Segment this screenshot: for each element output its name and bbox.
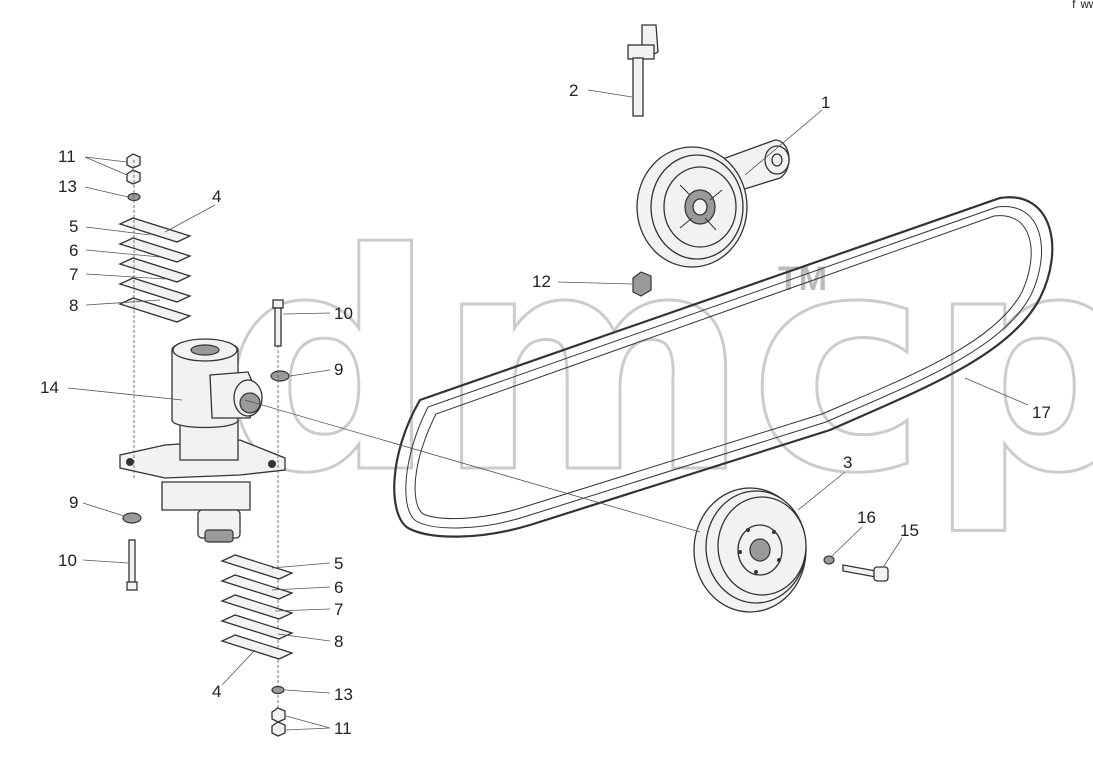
bolt-15 [842, 564, 889, 582]
nut-11-top-upper [126, 153, 141, 169]
nut-11-top-lower [126, 169, 141, 185]
callout-1: 1 [821, 93, 830, 112]
callout-11-bottom: 11 [334, 719, 352, 738]
callout-5-bottom: 5 [334, 554, 343, 573]
bolt-10-top [272, 299, 284, 347]
idler-pulley-assembly [636, 139, 790, 268]
callout-5-top: 5 [69, 217, 78, 236]
callout-6-bottom: 6 [334, 578, 343, 597]
washer-13-bottom [271, 685, 285, 695]
callout-3: 3 [843, 453, 852, 472]
callout-10-top: 10 [334, 304, 353, 323]
callout-8-bottom: 8 [334, 632, 343, 651]
leader-lines [67, 89, 1029, 731]
callout-4-bottom: 4 [212, 682, 221, 701]
callout-13-bottom: 13 [334, 685, 353, 704]
washer-9-bottom [122, 512, 142, 524]
callout-9-bottom: 9 [69, 493, 78, 512]
nut-11-bottom-lower [271, 721, 286, 737]
callout-2: 2 [569, 81, 578, 100]
angular-gearbox [119, 338, 286, 543]
washer-16 [823, 555, 835, 565]
corner-mark: ᶠ ʷʷ [1072, 0, 1093, 16]
nut-11-bottom-upper [271, 707, 286, 723]
callout-6-top: 6 [69, 241, 78, 260]
callout-7-bottom: 7 [334, 600, 343, 619]
callout-7-top: 7 [69, 265, 78, 284]
callout-14: 14 [40, 378, 59, 397]
callout-10-bottom: 10 [58, 551, 77, 570]
callout-9-top: 9 [334, 360, 343, 379]
crankshaft-pulley [693, 487, 807, 613]
hex-nut-12 [632, 271, 652, 297]
callout-4-top: 4 [212, 187, 221, 206]
callout-labels: 2 1 12 17 3 16 15 14 11 13 4 5 6 7 8 10 … [40, 81, 1051, 738]
washer-9-top [270, 370, 290, 382]
callout-17: 17 [1032, 403, 1051, 422]
callout-8-top: 8 [69, 296, 78, 315]
callout-12: 12 [532, 272, 551, 291]
drive-belt [393, 196, 1054, 538]
callout-15: 15 [900, 521, 919, 540]
shim-stack-top [118, 217, 192, 323]
callout-13-top: 13 [58, 177, 77, 196]
callout-16: 16 [857, 508, 876, 527]
bolt-10-bottom [126, 539, 138, 591]
shim-stack-bottom [220, 554, 294, 660]
callout-11-top: 11 [58, 147, 76, 166]
mounting-stud [627, 24, 659, 117]
